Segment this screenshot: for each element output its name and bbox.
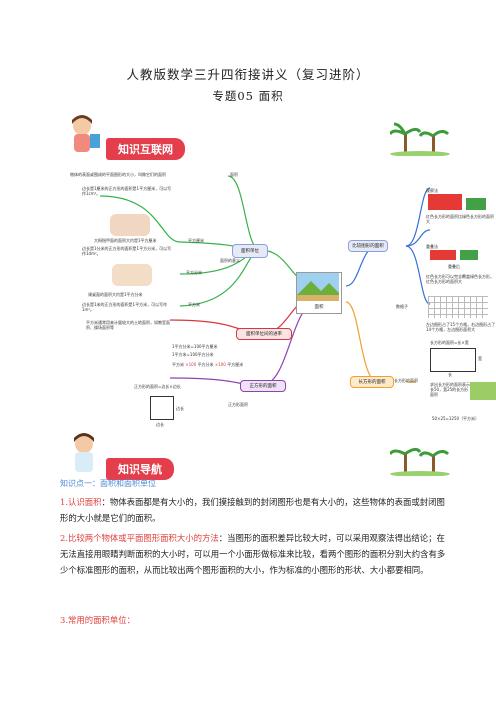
chain-x100-b: ×100 bbox=[214, 362, 226, 367]
field-image bbox=[470, 382, 496, 400]
rate-chain: 平方米 ×100 平方分米 ×100 平方厘米 bbox=[172, 362, 243, 367]
meaning-desc: 物体的表面或围成的平面图形的大小，叫做它们的面积 bbox=[70, 172, 166, 177]
girl-reading-icon bbox=[74, 433, 94, 472]
banner-label: 知识互联网 bbox=[106, 138, 185, 160]
sq-m-caption: 课桌面的面积大约是1平方分米 bbox=[88, 292, 143, 297]
chain-x100-a: ×100 bbox=[185, 362, 197, 367]
sq-cm-desc: 边长是1厘米的正方形的面积是1平方厘米，可以写作1cm²。 bbox=[82, 186, 172, 196]
palm-tree-icon bbox=[390, 447, 450, 476]
overlap-green bbox=[460, 250, 478, 260]
compare-node: 比较图形的面积 bbox=[348, 240, 388, 252]
grid-desc: 左边图形占了15个方格，右边图形占了14个方格，左边图形面积大 bbox=[426, 322, 496, 332]
page-title: 人教版数学三升四衔接讲义（复习进阶） bbox=[126, 67, 370, 82]
sq-m-note: 平方米通常用来计量较大的土地面积，如教室面积、操场面积等 bbox=[86, 320, 170, 330]
rect-tag: 长方形的面积 bbox=[394, 378, 418, 383]
fingernail-image bbox=[110, 214, 150, 236]
method-observe: 观察法 bbox=[426, 188, 438, 193]
rect-width-label: 宽 bbox=[478, 356, 482, 361]
overlap-tag: 重叠后 bbox=[448, 264, 460, 269]
banner-knowledge-net: 知识互联网 bbox=[60, 112, 460, 160]
units-side-label: 面积的意义 bbox=[220, 258, 240, 263]
chain-sq-m: 平方米 bbox=[172, 362, 184, 367]
meaning-tag: 面积 bbox=[230, 172, 238, 177]
grid-image bbox=[428, 296, 488, 318]
sq-dm-desc: 边长是1分米的正方形的面积是1平方分米，可以写作1dm²。 bbox=[82, 246, 172, 256]
rect-node: 长方形的面积 bbox=[350, 376, 394, 388]
units-node: 面积单位 bbox=[232, 244, 268, 258]
method-grid: 数格子 bbox=[396, 304, 408, 309]
p2-body: ：当图形的面积差异比较大时，可以采用观察法得出结论；在无法直接用眼睛判断面积的大… bbox=[60, 533, 446, 575]
center-label: 面积 bbox=[314, 305, 324, 310]
rect-example: 求出长方形的面积表示长50，宽25的长方形面积 bbox=[430, 382, 470, 397]
landscape-icon bbox=[297, 273, 339, 301]
banner-knowledge-nav: 知识导航 bbox=[60, 432, 460, 480]
sq-m-desc: 边长是1米的正方形的面积是1平方米，可以写作1m²。 bbox=[82, 302, 168, 312]
rates-node: 面积单位间的进率 bbox=[236, 328, 292, 340]
square-shape bbox=[150, 396, 174, 420]
p3-head: 3.常用的面积单位： bbox=[60, 615, 135, 625]
hand-image bbox=[112, 264, 152, 286]
knowledge-point-heading: 知识点一：面积和面积单位 bbox=[60, 479, 156, 488]
paragraph-2: 2.比较两个物体或平面图形面积大小的方法：当图形的面积差异比较大时，可以采用观察… bbox=[60, 530, 450, 578]
overlap-desc: 红色长方形可以完全覆盖绿色长方形，红色长方形的面积大 bbox=[426, 274, 494, 284]
page-subtitle: 专题05 面积 bbox=[212, 89, 284, 103]
chain-sq-cm: 平方厘米 bbox=[227, 362, 244, 367]
square-formula: 正方形的面积=边长×边长 bbox=[134, 384, 181, 389]
sq-m-tag: 平方米 bbox=[188, 302, 200, 307]
rate-1: 1平方分米=100平方厘米 bbox=[172, 344, 218, 349]
rect-formula: 长方形的面积=长×宽 bbox=[430, 340, 469, 345]
method-overlap: 重叠法 bbox=[426, 244, 438, 249]
rect-length-label: 长 bbox=[448, 372, 452, 377]
paragraph-1: 1.认识面积：物体表面都是有大小的，我们摸接触到的封闭图形也是有大小的，这些物体… bbox=[60, 494, 450, 526]
p1-body: ：物体表面都是有大小的，我们摸接触到的封闭图形也是有大小的，这些物体的表面或封闭… bbox=[60, 497, 445, 523]
girl-illustration-icon bbox=[72, 115, 100, 152]
square-side-right: 边长 bbox=[176, 406, 184, 411]
sq-dm-tag: 平方分米 bbox=[186, 270, 202, 275]
paragraph-3: 3.常用的面积单位： bbox=[60, 612, 450, 628]
rect-shape bbox=[430, 348, 476, 372]
rate-2: 1平方米=100平方分米 bbox=[172, 352, 214, 357]
p1-head: 1.认识面积 bbox=[60, 497, 102, 507]
banner-label: 知识导航 bbox=[106, 458, 174, 480]
chain-sq-dm: 平方分米 bbox=[197, 362, 214, 367]
green-rect bbox=[466, 198, 486, 210]
rect-calc: 50×25=1250（平方米） bbox=[432, 416, 480, 421]
sq-dm-caption: 大拇指甲面的面积大约是1平方厘米 bbox=[94, 238, 157, 243]
overlap-red bbox=[430, 250, 456, 260]
center-node: 面积 bbox=[296, 272, 342, 314]
mind-map: 面积 物体的表面或围成的平面图形的大小，叫做它们的面积 面积 边长是1厘米的正方… bbox=[60, 146, 496, 466]
sq-cm-tag: 平方厘米 bbox=[188, 238, 204, 243]
p2-head: 2.比较两个物体或平面图形面积大小的方法 bbox=[60, 533, 219, 543]
observe-desc: 红色长方形的面积比绿色长方形的面积大 bbox=[426, 214, 494, 224]
square-tag: 正方形面积 bbox=[228, 402, 248, 407]
square-side-bottom: 边长 bbox=[156, 422, 164, 427]
square-node: 正方形的面积 bbox=[240, 380, 286, 392]
palm-tree-icon bbox=[390, 122, 450, 156]
red-rect bbox=[428, 194, 462, 210]
